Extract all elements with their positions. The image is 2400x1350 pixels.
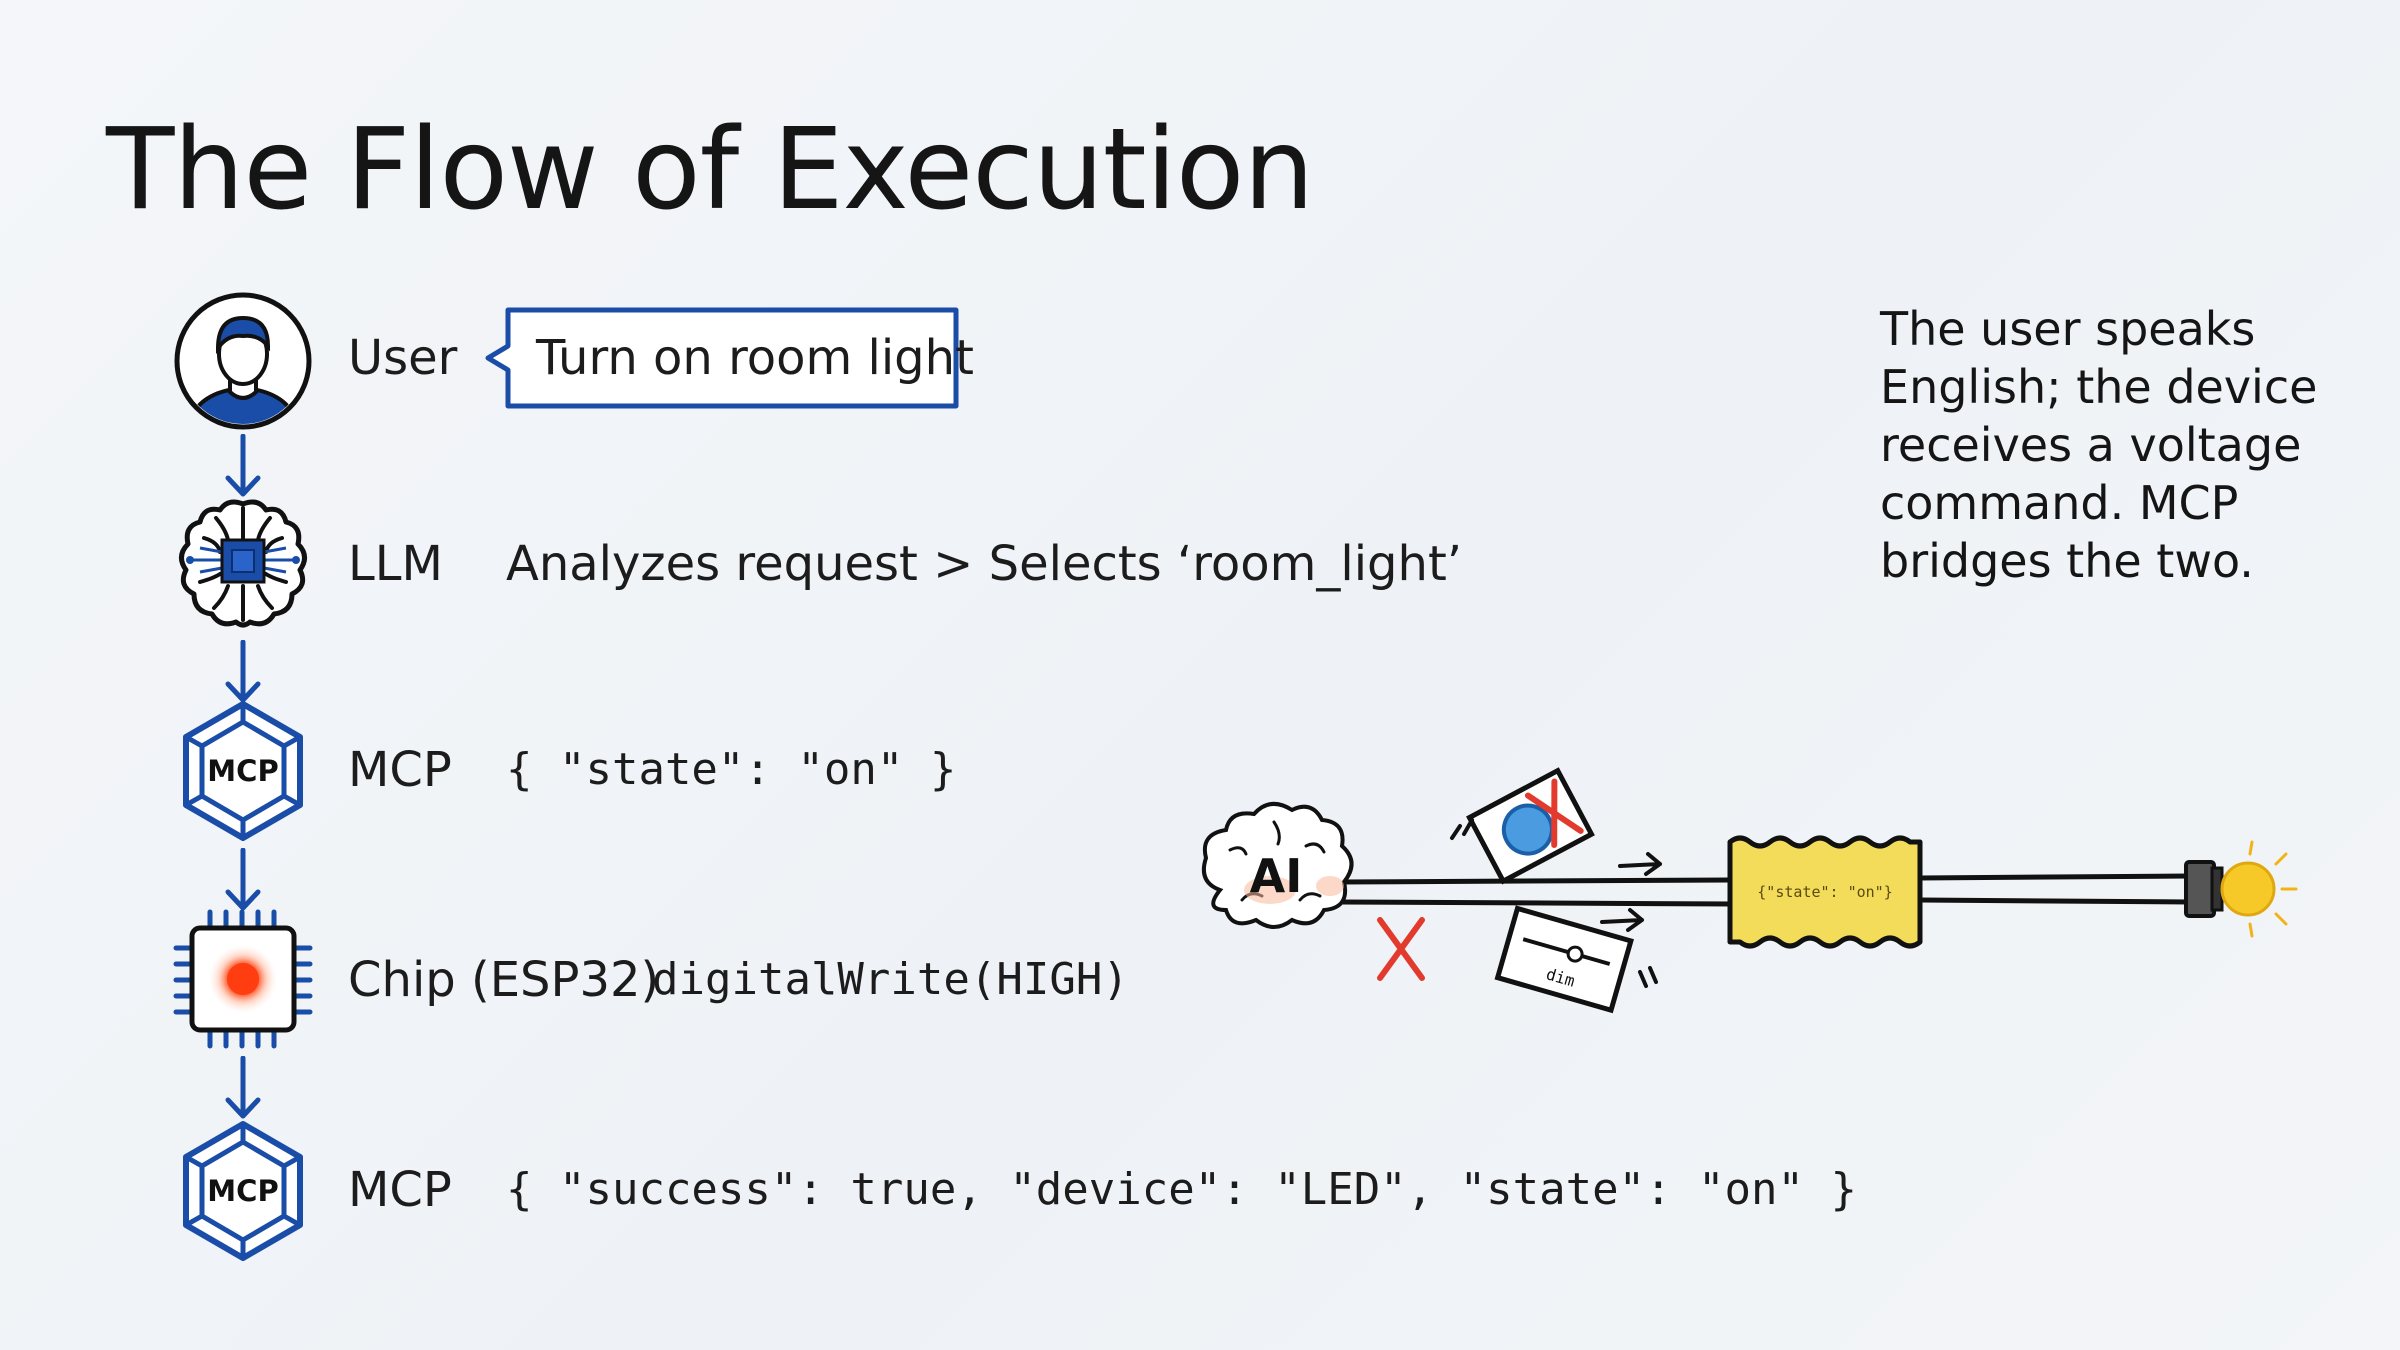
mcp-hexagon-icon: MCP <box>170 698 316 844</box>
ai-brain-cloud-icon: AI <box>1201 802 1354 929</box>
arrow-down-icon <box>220 640 266 704</box>
mcp-hexagon-icon: MCP <box>170 1118 316 1264</box>
arrow-down-icon <box>220 848 266 912</box>
llm-action-text: Analyzes request > Selects ‘room_light’ <box>506 536 1463 592</box>
user-speech-bubble: Turn on room light <box>484 306 974 410</box>
step-label-mcp-response: MCP <box>348 1162 452 1218</box>
mcp-request-json: { "state": "on" } <box>506 744 957 795</box>
brain-chip-icon <box>170 490 316 636</box>
step-label-mcp-request: MCP <box>348 742 452 798</box>
step-label-chip: Chip (ESP32) <box>348 952 660 1008</box>
sketch-illustration: AI dim {"state": "on"} <box>1190 750 2320 1050</box>
side-note: The user speaks English; the device rece… <box>1880 302 2318 588</box>
user-avatar-icon <box>170 288 316 434</box>
arrow-down-icon <box>220 1056 266 1120</box>
page-title: The Flow of Execution <box>106 105 1314 235</box>
mcp-icon-text: MCP <box>207 754 278 788</box>
chip-command-text: digitalWrite(HIGH) <box>652 954 1129 1005</box>
light-bulb-icon <box>2184 840 2298 938</box>
mcp-icon-text: MCP <box>207 1174 278 1208</box>
microchip-icon <box>170 906 316 1052</box>
arrow-down-icon <box>220 434 266 498</box>
rejected-dim-card: dim <box>1494 905 1634 1014</box>
mcp-response-json: { "success": true, "device": "LED", "sta… <box>506 1164 1858 1215</box>
tape-json-text: {"state": "on"} <box>1757 883 1892 901</box>
json-tape: {"state": "on"} <box>1727 835 1923 949</box>
step-label-user: User <box>348 330 458 386</box>
ai-label: AI <box>1250 849 1303 903</box>
step-label-llm: LLM <box>348 536 443 592</box>
rejected-image-card <box>1466 767 1595 885</box>
user-request-text: Turn on room light <box>536 330 974 386</box>
